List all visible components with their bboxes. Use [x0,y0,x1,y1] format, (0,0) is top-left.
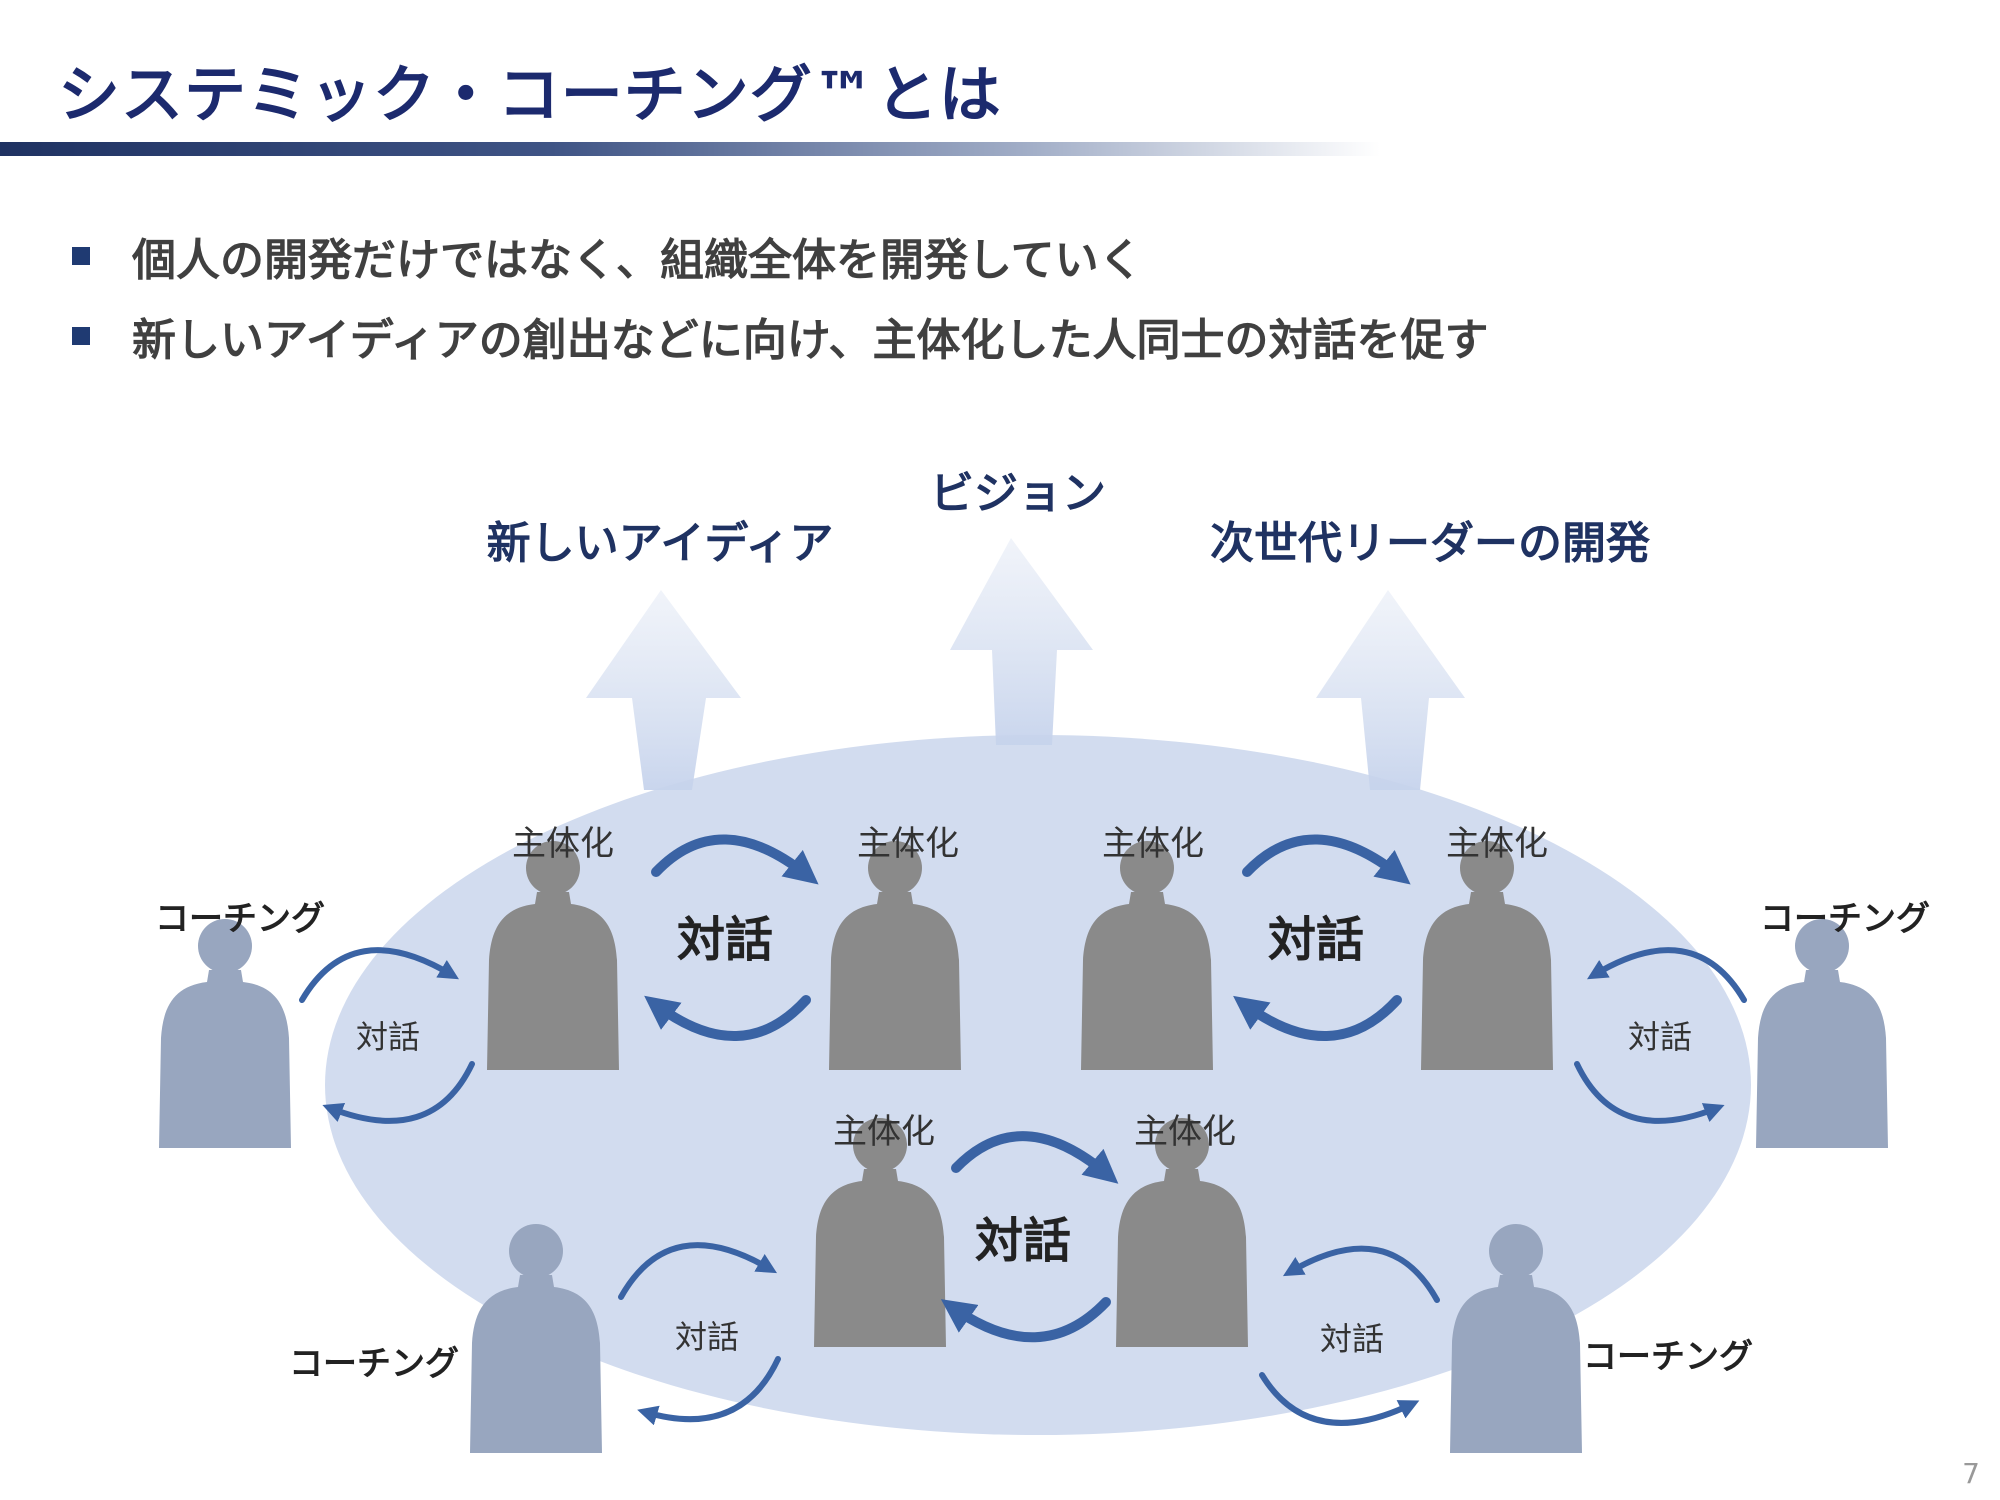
outcome-next-gen-leaders: 次世代リーダーの開発 [1210,518,1651,569]
bullet-item: 新しいアイディアの創出などに向け、主体化した人同士の対話を促す [72,296,1489,376]
bullet-square-icon [72,327,90,345]
bullet-list: 個人の開発だけではなく、組織全体を開発していく 新しいアイディアの創出などに向け… [72,216,1489,376]
bullet-item: 個人の開発だけではなく、組織全体を開発していく [72,216,1489,296]
label-subjectivation: 主体化 [857,824,959,864]
coaching-arrow-icon [637,1356,781,1426]
label-coaching: コーチング [1583,1337,1753,1377]
label-coaching: コーチング [289,1344,459,1384]
coaching-arrow-icon [618,1242,778,1300]
outcome-vision: ビジョン [930,468,1106,519]
label-coaching: コーチング [155,899,325,939]
label-dialogue: 対話 [975,1213,1071,1269]
coach-silhouette-icon [159,919,291,1148]
label-subjectivation: 主体化 [1102,824,1204,864]
up-arrow-icon [586,590,741,790]
label-dialogue: 対話 [1268,912,1364,968]
dialogue-arrow-icon [644,995,811,1041]
label-dialogue: 対話 [677,912,773,968]
label-dialogue-small: 対話 [1628,1018,1692,1056]
coaching-arrow-icon [1574,1061,1725,1124]
bullet-square-icon [72,247,90,265]
dialogue-arrow-icon [651,834,819,885]
coaching-arrow-icon [299,947,459,1003]
up-arrow-icon [1316,590,1465,790]
page-number: 7 [1962,1457,1980,1490]
title-underline [0,142,1380,156]
label-subjectivation: 主体化 [1134,1112,1236,1152]
coaching-arrow-icon [1282,1245,1440,1303]
label-dialogue-small: 対話 [356,1018,420,1056]
page-title: システミック・コーチング™とは [58,58,1002,131]
up-arrow-icon [950,538,1093,745]
label-coaching: コーチング [1760,899,1930,939]
dialogue-arrow-icon [1242,834,1411,885]
bullet-text: 新しいアイディアの創出などに向け、主体化した人同士の対話を促す [132,315,1489,366]
outcome-new-ideas: 新しいアイディア [487,518,834,569]
label-dialogue-small: 対話 [675,1318,739,1356]
dialogue-arrow-icon [1233,995,1402,1041]
label-dialogue-small: 対話 [1320,1320,1384,1358]
coaching-arrow-icon [1259,1372,1420,1426]
organization-ellipse [325,735,1751,1435]
label-subjectivation: 主体化 [1446,824,1548,864]
coach-silhouette-icon [1756,919,1888,1148]
coaching-arrow-icon [322,1061,475,1124]
label-subjectivation: 主体化 [833,1112,935,1152]
bullet-text: 個人の開発だけではなく、組織全体を開発していく [132,235,1143,286]
label-subjectivation: 主体化 [512,824,614,864]
coaching-arrow-icon [1587,947,1747,1003]
dialogue-arrow-icon [951,1131,1119,1184]
dialogue-arrow-icon [940,1297,1111,1343]
